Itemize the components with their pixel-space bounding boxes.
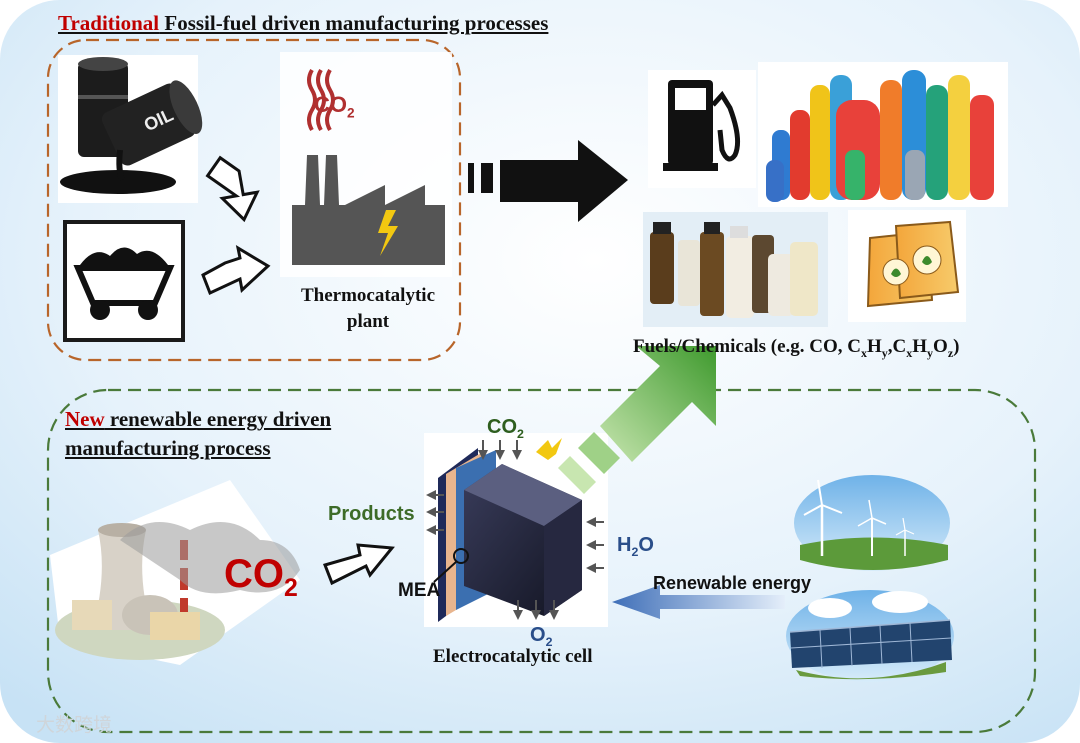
new-title-line1: renewable energy driven: [104, 407, 332, 431]
power-plant-icon: [50, 480, 300, 665]
fuels-h2: H: [912, 336, 928, 357]
fuels-sub-x1: x: [860, 345, 867, 360]
mea-label: MEA: [398, 580, 441, 601]
wind-turbine-icon: [794, 475, 950, 571]
renewable-energy-label: Renewable energy: [653, 573, 812, 593]
plant-co2-text: CO: [314, 92, 347, 117]
traditional-title: Traditional Fossil-fuel driven manufactu…: [58, 11, 548, 36]
emission-co2-text: CO: [224, 552, 284, 596]
gas-cylinders-icon: [758, 62, 1008, 207]
h2o-label: H2O: [617, 534, 654, 559]
products-label: Products: [328, 503, 415, 525]
arrow-co2-to-cell: [323, 543, 395, 586]
cell-co2-sub: 2: [517, 427, 524, 441]
oil-barrel-icon: OIL: [58, 55, 203, 203]
o2-sub: 2: [545, 635, 553, 649]
traditional-highlight: Traditional: [58, 11, 160, 35]
traditional-title-rest: Fossil-fuel driven manufacturing process…: [159, 11, 549, 35]
new-process-box: [46, 388, 1037, 734]
o2-label: O2: [530, 624, 552, 649]
h2o-sub: 2: [631, 545, 639, 559]
fuels-chemicals-label: Fuels/Chemicals (e.g. CO, CxHy,CxHyOz): [633, 336, 959, 361]
factory-icon: [280, 52, 452, 277]
fertilizer-bags-icon: [848, 210, 966, 322]
fuels-comma: ,C: [887, 336, 907, 357]
watermark: 大数跨境: [36, 714, 113, 736]
chemical-bottles-icon: [643, 212, 828, 327]
traditional-process-box: [46, 38, 462, 362]
electrocatalytic-cell-label: Electrocatalytic cell: [433, 646, 593, 667]
green-arrow-to-products: [558, 346, 716, 494]
h2o-h: H: [617, 534, 632, 556]
thermocatalytic-plant-label: Thermocatalytic plant: [300, 285, 435, 332]
o2-text: O: [530, 624, 546, 646]
solar-panel-icon: [786, 590, 954, 682]
plant-co2-sub: 2: [347, 105, 355, 121]
fuels-sub-y2: y: [927, 345, 934, 360]
coal-cart-icon: [63, 220, 185, 342]
fuels-close: ): [953, 336, 960, 357]
fuels-sub-y1: y: [881, 345, 888, 360]
cell-co2-text: CO: [487, 416, 517, 438]
cell-co2-label: CO2: [487, 416, 524, 441]
new-highlight: New: [65, 407, 105, 431]
plant-co2-label: CO2: [314, 92, 355, 120]
emission-co2-label: CO2: [224, 552, 298, 603]
arrow-oil-to-plant: [205, 155, 260, 223]
renewable-arrow-to-cell: [612, 585, 785, 619]
new-title-line2: manufacturing process: [65, 436, 271, 460]
fuels-o: O: [933, 336, 948, 357]
fuels-sub-z: z: [947, 345, 954, 360]
fuels-h1: H: [866, 336, 882, 357]
arrow-to-products: [468, 140, 628, 222]
fuels-prefix: Fuels/Chemicals (e.g. CO, C: [633, 336, 861, 357]
arrow-coal-to-plant: [201, 244, 271, 296]
fuels-sub-x2: x: [906, 345, 913, 360]
fuel-pump-icon: [648, 70, 756, 188]
emission-co2-sub: 2: [284, 575, 298, 602]
electrolyzer-cell-icon: [424, 433, 608, 627]
h2o-o: O: [638, 534, 654, 556]
new-process-title: New renewable energy driven manufacturing…: [65, 405, 331, 463]
